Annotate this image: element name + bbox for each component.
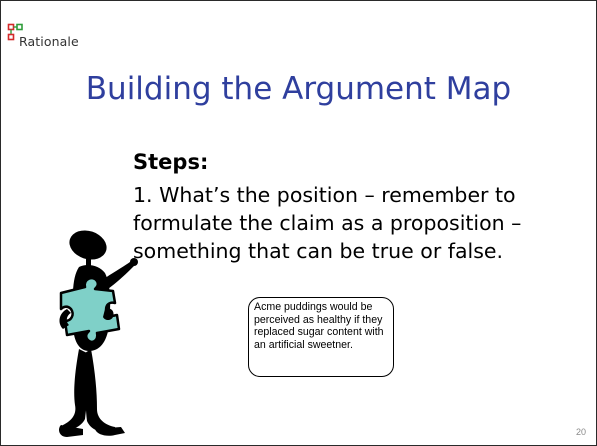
person-holding-puzzle-piece-icon bbox=[59, 230, 138, 437]
claim-callout-box: Acme puddings would be perceived as heal… bbox=[248, 297, 394, 377]
step-text: 1. What’s the position – remember to for… bbox=[133, 181, 593, 265]
step-line: formulate the claim as a proposition – bbox=[133, 211, 522, 235]
claim-line: replaced sugar content with bbox=[254, 326, 384, 338]
step-line: something that can be true or false. bbox=[133, 239, 504, 263]
claim-line: an artificial sweetner. bbox=[254, 338, 353, 351]
claim-line: perceived as healthy if they bbox=[254, 313, 383, 326]
logo-text: Rationale bbox=[19, 34, 79, 49]
slide-title: Building the Argument Map bbox=[85, 71, 512, 107]
claim-line: Acme puddings would be bbox=[254, 301, 373, 313]
claim-text: Acme puddings would be perceived as heal… bbox=[254, 301, 388, 351]
rationale-logo-icon bbox=[7, 23, 23, 41]
rationale-logo: Rationale bbox=[7, 23, 127, 49]
step-line: 1. What’s the position – remember to bbox=[133, 183, 516, 207]
steps-heading: Steps: bbox=[133, 150, 209, 174]
slide-number: 20 bbox=[575, 427, 586, 437]
